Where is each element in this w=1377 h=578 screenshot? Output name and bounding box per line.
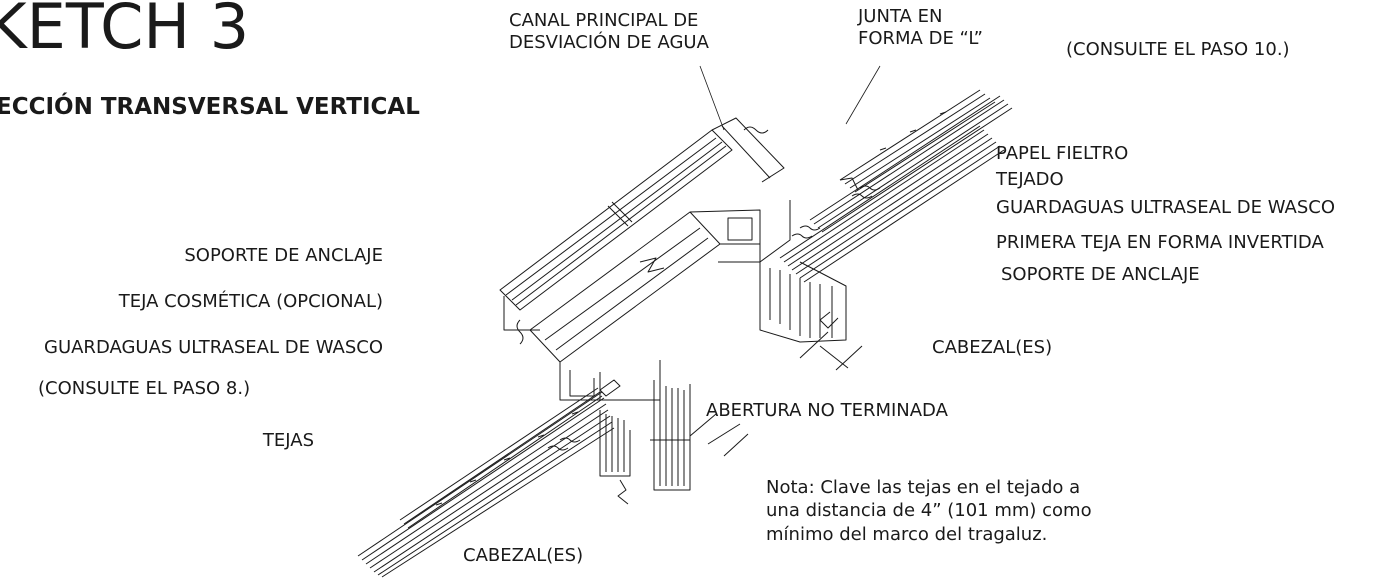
label-papel-fieltro: PAPEL FIELTRO [996, 143, 1129, 164]
label-canal-line2: DESVIACIÓN DE AGUA [509, 31, 709, 53]
label-abertura: ABERTURA NO TERMINADA [706, 400, 948, 421]
skylight-frame [499, 117, 791, 401]
label-canal-principal: CANAL PRINCIPAL DE DESVIACIÓN DE AGUA [509, 10, 709, 54]
label-cabezal-right: CABEZAL(ES) [932, 337, 1053, 358]
label-tejas: TEJAS [262, 430, 314, 451]
label-junta-l: JUNTA EN FORMA DE “L” [858, 6, 983, 50]
label-soporte-left: SOPORTE DE ANCLAJE [184, 245, 383, 266]
label-guardaguas-left: GUARDAGUAS ULTRASEAL DE WASCO [44, 337, 383, 358]
label-cabezal-bottom: CABEZAL(ES) [463, 545, 584, 566]
upper-roof-shingles [779, 89, 1013, 283]
label-primera-teja: PRIMERA TEJA EN FORMA INVERTIDA [996, 232, 1324, 253]
sketch-title: KETCH 3 [0, 0, 250, 63]
label-consulte-paso8: (CONSULTE EL PASO 8.) [38, 378, 251, 399]
installation-note: Nota: Clave las tejas en el tejado a una… [766, 476, 1092, 546]
label-junta-line2: FORMA DE “L” [858, 27, 983, 49]
note-line2: una distancia de 4” (101 mm) como [766, 500, 1092, 522]
label-junta-line1: JUNTA EN [858, 6, 943, 27]
left-header-framing [599, 380, 691, 505]
right-header-framing [759, 261, 847, 343]
note-line1: Nota: Clave las tejas en el tejado a [766, 477, 1081, 498]
label-tejado: TEJADO [996, 169, 1064, 190]
label-soporte-right: SOPORTE DE ANCLAJE [1001, 264, 1200, 285]
lower-roof-shingles [357, 387, 615, 578]
label-guardaguas-right: GUARDAGUAS ULTRASEAL DE WASCO [996, 197, 1335, 218]
label-canal-line1: CANAL PRINCIPAL DE [509, 10, 699, 31]
dimension-lines [689, 331, 863, 457]
leader-lines [699, 65, 881, 131]
section-subtitle: ECCIÓN TRANSVERSAL VERTICAL [0, 94, 420, 120]
label-consulte-paso10: (CONSULTE EL PASO 10.) [1066, 39, 1290, 60]
label-teja-cosmetica: TEJA COSMÉTICA (OPCIONAL) [118, 291, 383, 312]
note-line3: mínimo del marco del tragaluz. [766, 523, 1048, 545]
